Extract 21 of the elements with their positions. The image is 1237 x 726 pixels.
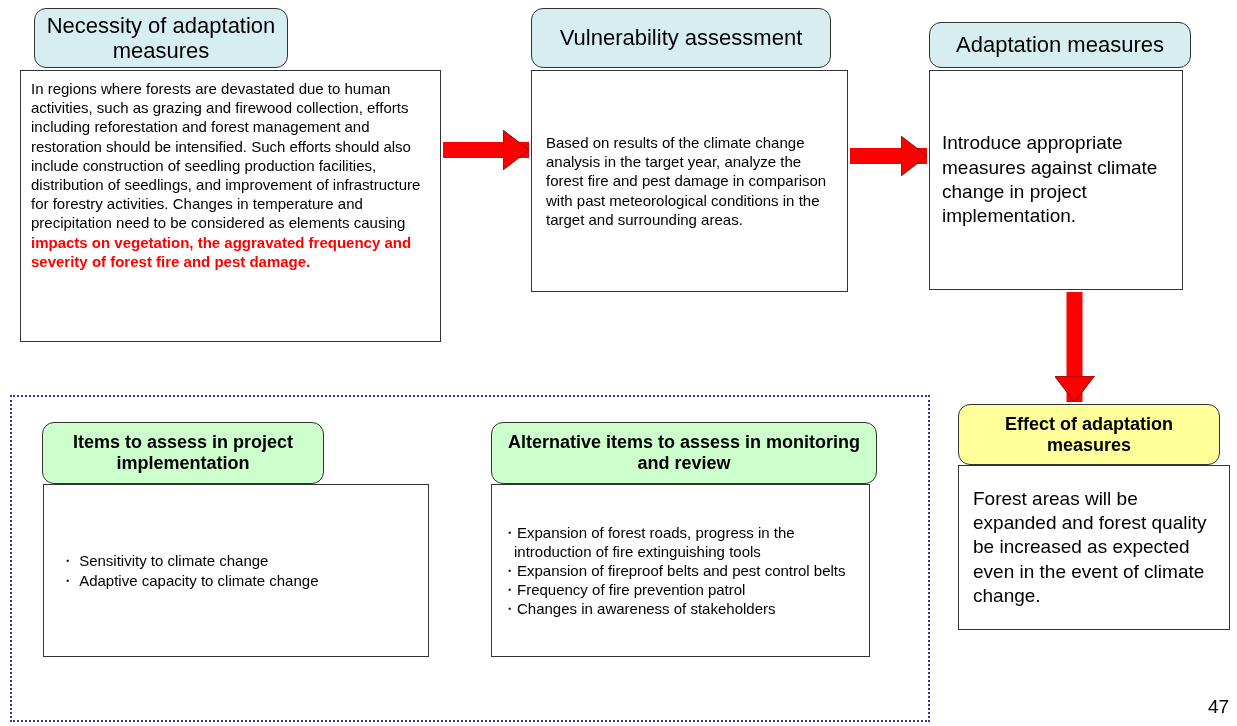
list-item: ・Changes in awareness of stakeholders xyxy=(502,599,777,619)
dotted-frame xyxy=(10,395,930,722)
page-number: 47 xyxy=(1208,696,1230,718)
heading-text: Alternative items to assess in monitoring and review xyxy=(506,432,862,474)
list-item: ・Expansion of forest roads, progress in the introduction of fire extinguishing tools xyxy=(502,522,796,561)
heading-text: Adaptation measures xyxy=(955,32,1165,58)
body-text: Introduce appropriate measures against climate change in project implementation. xyxy=(942,131,1159,229)
block-arrow xyxy=(1054,292,1095,403)
list-item: ・ Adaptive capacity to climate change xyxy=(60,570,320,590)
body-text: Based on results of the climate change analysis in the target year, analyze the forest fire and pest damage in comparison with past meteorological conditions in the target and surrounding areas. xyxy=(546,133,828,229)
body-text: In regions where forests are devastated due to human activities, such as grazing and firewood collection, efforts including reforestation and forest management and restoration should be intensified. Such efforts should also include construction of seedling production facilities, distribution of seedlings, and improvement of infrastructure for forestry activities. Changes in temperature and precipitation need to be considered as elements causing impacts on vegetation, the aggravated frequency and severity of forest fire and pest damage. xyxy=(31,79,422,271)
list-item: ・ Sensitivity to climate change xyxy=(60,551,270,571)
heading-text: Vulnerability assessment xyxy=(558,25,804,51)
list-item: ・Frequency of fire prevention patrol xyxy=(502,580,747,600)
body-text: Forest areas will be expanded and forest quality be increased as expected even in the event of climate change. xyxy=(973,486,1208,608)
heading-text: Necessity of adaptation measures xyxy=(45,12,277,64)
heading-text: Items to assess in project implementation xyxy=(71,432,295,474)
heading-text: Effect of adaptation measures xyxy=(1004,413,1174,456)
list-item: ・Expansion of fireproof belts and pest control belts xyxy=(502,560,847,581)
block-arrow xyxy=(850,135,928,177)
block-arrow xyxy=(443,129,530,171)
